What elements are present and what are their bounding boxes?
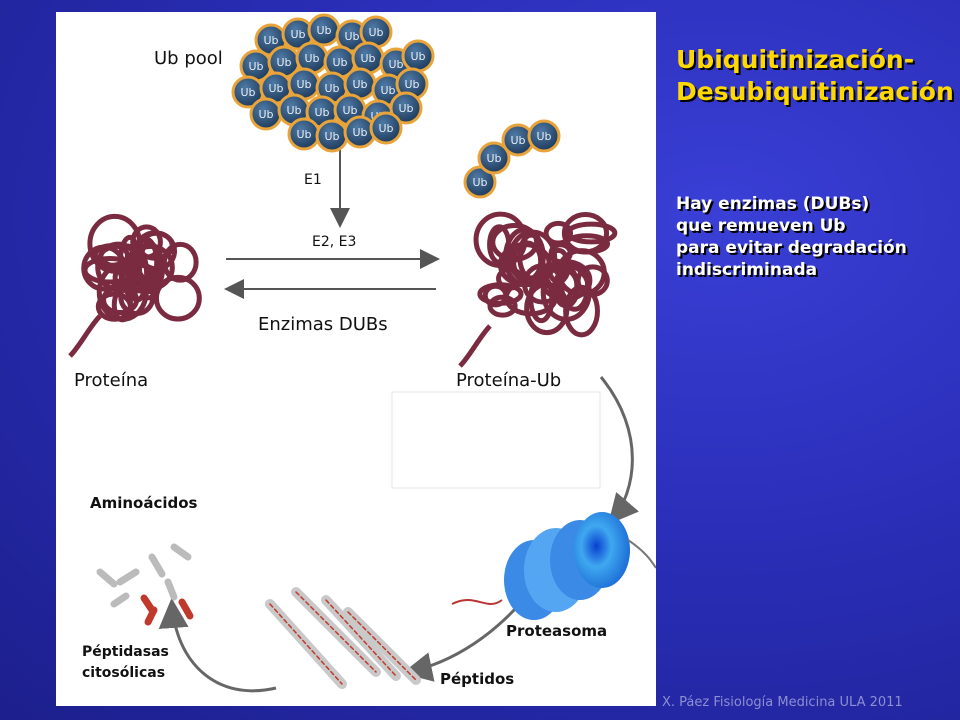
coil-loop [528,274,555,324]
title-line-1: Ubiquitinización- [676,45,915,74]
ub-ball: Ub [477,141,511,175]
protein-coil-right [458,211,618,368]
peptidasas-label-line1: Péptidasas [80,644,171,660]
svg-text:Ub: Ub [536,130,551,143]
ub-ball: Ub [231,75,265,109]
svg-text:Ub: Ub [398,102,413,115]
description-line-4: indiscriminada [676,260,818,280]
blank-box [391,391,601,489]
svg-text:Ub: Ub [263,34,278,47]
proteasome-barrel [451,512,656,620]
slide-title: Ubiquitinización- Desubiquitinización [676,44,954,108]
description: Hay enzimas (DUBs) que remueven Ub para … [676,193,907,281]
svg-text:Ub: Ub [296,128,311,141]
svg-text:Ub: Ub [510,134,525,147]
aminoacid-fragments [96,543,194,626]
svg-text:Ub: Ub [324,130,339,143]
credit-footer: X. Páez Fisiología Medicina ULA 2011 [662,695,903,710]
svg-text:Ub: Ub [248,60,263,73]
svg-text:Ub: Ub [332,56,347,69]
description-line-1: Hay enzimas (DUBs) [676,194,870,214]
coil-loop [482,283,509,308]
coil-loop [496,266,524,291]
svg-text:Ub: Ub [352,78,367,91]
proteasoma-label: Proteasoma [504,622,610,640]
ub-ball: Ub [343,67,377,101]
to-proteasome-arrow [599,376,640,525]
title-line-2: Desubiquitinización [676,77,954,106]
coil-tail [458,324,492,368]
svg-text:Ub: Ub [296,78,311,91]
to-aminoacids-arrow [158,598,277,693]
coil-loop [565,221,618,245]
svg-text:Ub: Ub [360,52,375,65]
ub-ball: Ub [315,119,349,153]
aminoacidos-label: Aminoácidos [88,494,200,512]
coil-loop [161,241,199,283]
svg-text:Ub: Ub [286,104,301,117]
ub-pool-label: Ub pool [152,48,225,69]
ub-ball: Ub [307,13,341,47]
ub-ball: Ub [259,71,293,105]
coil-loop [561,212,610,255]
description-line-3: para evitar degradación [676,238,907,258]
ub-ball: Ub [281,17,315,51]
svg-text:Ub: Ub [486,152,501,165]
svg-text:Ub: Ub [380,84,395,97]
peptidasas-label-line2: citosólicas [80,665,168,681]
ub-ball: Ub [287,117,321,151]
coil-tail [68,314,102,358]
svg-text:Ub: Ub [290,28,305,41]
coil-loop [153,274,202,322]
ub-ball: Ub [369,111,403,145]
ub-ball: Ub [527,119,561,153]
e2e3-label: E2, E3 [312,234,357,250]
ub-ball: Ub [401,39,435,73]
enzimas-dubs-label: Enzimas DUBs [256,314,390,335]
coil-loop [511,240,544,283]
ub-ball: Ub [501,123,535,157]
coil-loop [540,262,592,322]
coil-loop [575,264,610,297]
ub-ball: Ub [389,91,423,125]
svg-text:Ub: Ub [410,50,425,63]
svg-text:Ub: Ub [304,52,319,65]
coil-loop [111,286,134,323]
svg-text:Ub: Ub [258,108,273,121]
e1-label: E1 [304,172,322,188]
svg-text:Ub: Ub [472,176,487,189]
svg-text:Ub: Ub [388,58,403,71]
peptidos-label: Péptidos [440,670,515,688]
svg-text:Ub: Ub [368,26,383,39]
svg-text:Ub: Ub [378,122,393,135]
coil-loop [130,224,163,260]
ub-ball: Ub [249,97,283,131]
ub-ball: Ub [463,165,497,199]
svg-text:Ub: Ub [268,82,283,95]
coil-loop [548,242,573,265]
peptide-strands [265,587,421,689]
svg-text:Ub: Ub [324,82,339,95]
ub-ball: Ub [395,67,429,101]
svg-text:Ub: Ub [240,86,255,99]
svg-text:Ub: Ub [314,106,329,119]
svg-text:Ub: Ub [404,78,419,91]
svg-text:Ub: Ub [316,24,331,37]
svg-text:Ub: Ub [342,104,357,117]
description-line-2: que remueven Ub [676,216,846,236]
coil-loop [137,239,162,301]
svg-text:Ub: Ub [352,126,367,139]
protein-coil-left [68,213,202,358]
proteina-label: Proteína [72,370,151,391]
svg-text:Ub: Ub [344,30,359,43]
svg-text:Ub: Ub [276,56,291,69]
proteina-ub-label: Proteína-Ub [454,370,564,391]
